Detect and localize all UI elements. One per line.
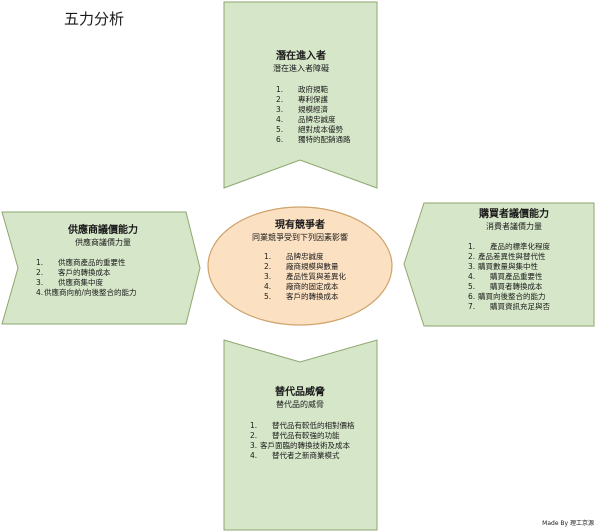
list-item: 2.替代品有較強的功能	[250, 431, 340, 440]
list-item: 5.購買者轉換成本	[468, 282, 543, 291]
list-item: 5.客戶的轉換成本	[264, 292, 339, 301]
buyer-power-title: 購買者議價能力	[479, 209, 549, 220]
substitutes-box: 替代品威脅 替代品的威脅 1.替代品有較低的相對價格 2.替代品有較強的功能 3…	[226, 386, 374, 461]
list-item: 2.專利保護	[276, 95, 328, 104]
list-item: 4.供應商向前/向後整合的能力	[36, 288, 137, 297]
existing-competitors-subtitle: 同業競爭受到下列因素影響	[252, 233, 348, 242]
potential-entrants-box: 潛在進入者 潛在進入者障礙 1.政府規範 2.專利保護 3.規模經濟 4.品牌忠…	[236, 50, 366, 145]
list-item: 2.客戶的轉換成本	[36, 268, 111, 277]
supplier-power-box: 供應商議價能力 供應商議價力量 1.供應商產品的重要性 2.客戶的轉換成本 3.…	[22, 224, 184, 298]
list-item: 1.產品的標準化程度	[468, 242, 550, 251]
list-item: 2.產品差異性與替代性	[468, 252, 546, 261]
list-item: 4.購買產品重要性	[468, 272, 543, 281]
potential-entrants-subtitle: 潛在進入者障礙	[273, 64, 329, 73]
substitutes-list: 1.替代品有較低的相對價格 2.替代品有較強的功能 3.客戶面臨的轉換技術及成本…	[250, 421, 374, 461]
list-item: 1.政府規範	[276, 85, 328, 94]
buyer-power-box: 購買者議價能力 消費者議價力量 1.產品的標準化程度 2.產品差異性與替代性 3…	[440, 208, 588, 312]
potential-entrants-title: 潛在進入者	[276, 51, 326, 62]
list-item: 3.購買數量與集中性	[468, 262, 538, 271]
list-item: 3.產品性質與差異化	[264, 272, 346, 281]
buyer-power-subtitle: 消費者議價力量	[486, 222, 542, 231]
supplier-power-title: 供應商議價能力	[68, 225, 138, 236]
bottom-force-shape	[223, 339, 378, 531]
left-force-shape	[1, 211, 201, 325]
supplier-power-list: 1.供應商產品的重要性 2.客戶的轉換成本 3.供應商集中度 4.供應商向前/向…	[36, 258, 184, 298]
existing-competitors-box: 現有競爭者 同業競爭受到下列因素影響 1.品牌忠誠度 2.廠商規模與數量 3.產…	[228, 219, 372, 302]
list-item: 1.供應商產品的重要性	[36, 258, 126, 267]
list-item: 4.品牌忠誠度	[276, 115, 336, 124]
list-item: 1.品牌忠誠度	[264, 252, 324, 261]
list-item: 2.廠商規模與數量	[264, 262, 339, 271]
list-item: 6.購買向後整合的能力	[468, 292, 546, 301]
list-item: 4.廠商的固定成本	[264, 282, 339, 291]
buyer-power-list: 1.產品的標準化程度 2.產品差異性與替代性 3.購買數量與集中性 4.購買產品…	[468, 242, 588, 312]
center-ellipse	[207, 206, 393, 326]
list-item: 1.替代品有較低的相對價格	[250, 421, 355, 430]
list-item: 7.購買資訊充足與否	[468, 302, 550, 311]
list-item: 3.客戶面臨的轉換技術及成本	[250, 441, 350, 450]
credit-text: Made By 理工京源	[542, 520, 594, 527]
top-force-shape	[223, 1, 378, 189]
list-item: 4.替代者之新商業模式	[250, 451, 340, 460]
list-item: 3.供應商集中度	[36, 278, 103, 287]
list-item: 5.絕對成本優勢	[276, 125, 343, 134]
substitutes-title: 替代品威脅	[275, 387, 325, 398]
list-item: 6.獨特的配銷通路	[276, 135, 351, 144]
existing-competitors-list: 1.品牌忠誠度 2.廠商規模與數量 3.產品性質與差異化 4.廠商的固定成本 5…	[264, 252, 372, 302]
supplier-power-subtitle: 供應商議價力量	[75, 238, 131, 247]
potential-entrants-list: 1.政府規範 2.專利保護 3.規模經濟 4.品牌忠誠度 5.絕對成本優勢 6.…	[276, 85, 366, 145]
page-title: 五力分析	[64, 10, 125, 28]
right-force-shape	[403, 202, 595, 327]
list-item: 3.規模經濟	[276, 105, 328, 114]
existing-competitors-title: 現有競爭者	[275, 220, 325, 231]
substitutes-subtitle: 替代品的威脅	[276, 400, 324, 409]
